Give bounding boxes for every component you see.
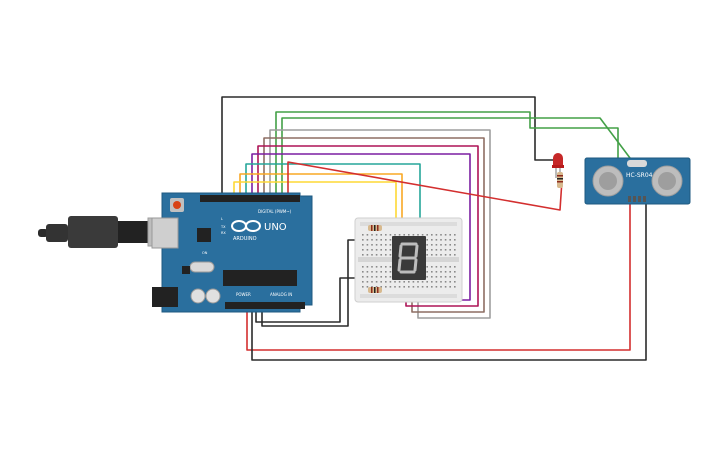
usb-cable: [38, 216, 173, 248]
capacitor-1: [190, 288, 206, 304]
wire-teal: [245, 163, 421, 230]
seven-segment-display[interactable]: [392, 236, 426, 280]
wire-yellow: [233, 181, 397, 230]
tx-label: TX: [220, 225, 226, 229]
wire-black-ground: [251, 202, 647, 361]
digital-label: DIGITAL (PWM~): [258, 209, 292, 214]
resistor-bottom: [368, 287, 382, 293]
usb-chip: [197, 228, 211, 242]
sensor-crystal: [627, 160, 647, 167]
capacitor-2: [205, 288, 221, 304]
board-model: UNO: [264, 222, 287, 233]
microcontroller-chip: [223, 270, 297, 286]
wire-brown: [263, 137, 485, 313]
wire-red-power: [246, 202, 631, 351]
sensor-label: HC-SR04: [626, 172, 653, 179]
l-label: L: [221, 217, 223, 221]
arduino-logo-icon: [231, 220, 261, 232]
resistor-top: [368, 225, 382, 231]
wire-green-1: [281, 117, 631, 198]
crystal: [189, 261, 215, 273]
arduino-board[interactable]: UNO ARDUINO DIGITAL (PWM~) POWER ANALOG …: [151, 192, 313, 313]
wire-black-top: [221, 96, 553, 200]
analog-label: ANALOG IN: [270, 292, 292, 297]
wires: [221, 96, 647, 361]
red-led[interactable]: [552, 153, 564, 188]
wire-red-led: [287, 161, 563, 211]
wire-orange: [239, 173, 403, 230]
wire-black-bb-2: [261, 239, 358, 327]
power-label: POWER: [236, 292, 251, 297]
on-label: ON: [202, 251, 208, 255]
usb-port: [151, 217, 179, 249]
power-header: [225, 302, 305, 309]
power-jack: [152, 287, 178, 307]
wire-black-bb-1: [255, 277, 360, 323]
wire-green-2: [275, 111, 619, 198]
segment-digit: [397, 242, 419, 274]
board-brand: ARDUINO: [233, 236, 257, 242]
sensor-pins: [628, 196, 646, 202]
digital-header: [200, 195, 300, 202]
ultrasonic-sensor[interactable]: HC-SR04: [584, 157, 691, 205]
led-resistor: [557, 172, 563, 188]
wire-gray: [269, 129, 491, 319]
rx-label: RX: [221, 231, 226, 235]
